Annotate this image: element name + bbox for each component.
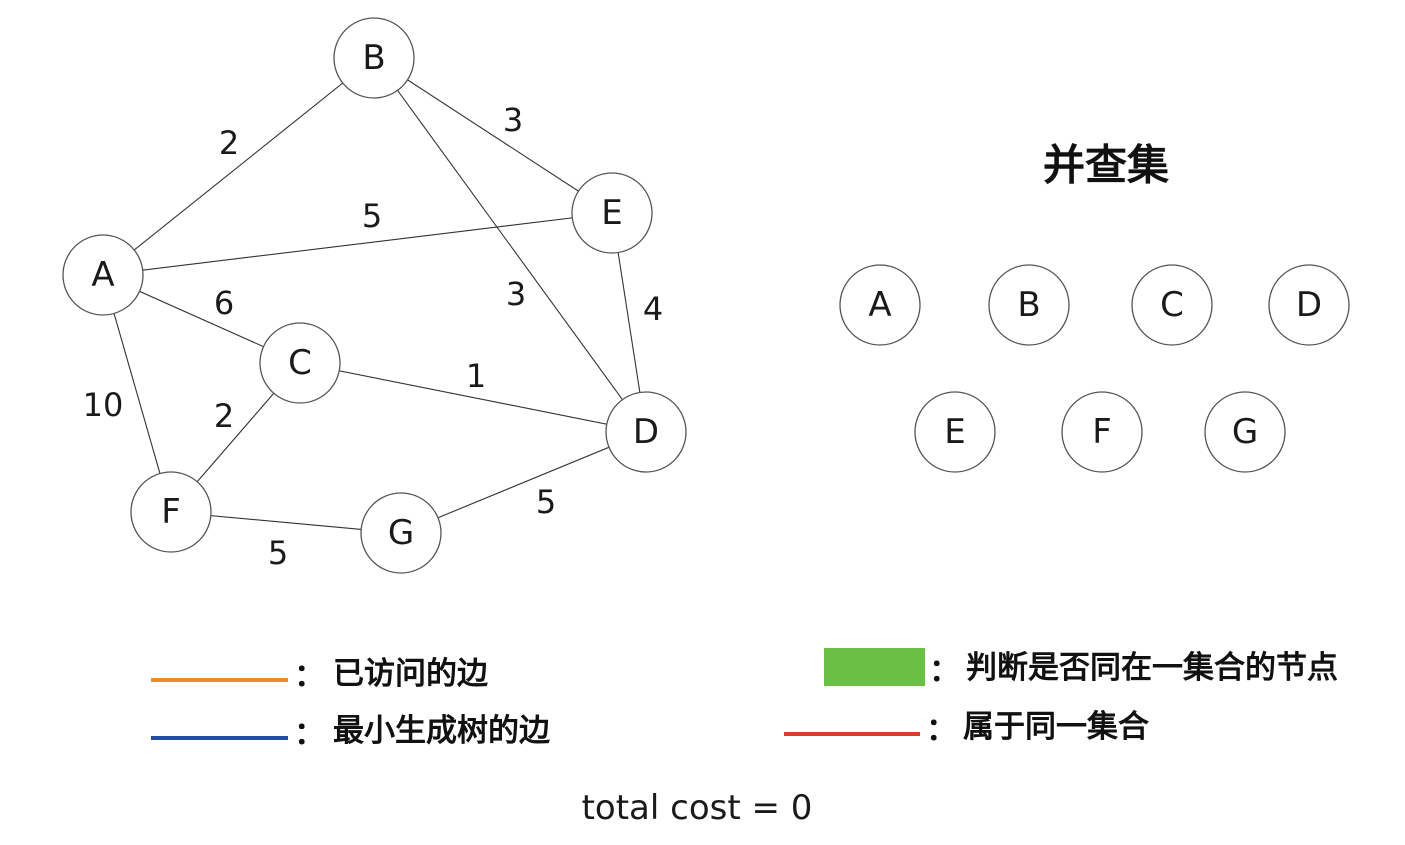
uf-node-e-label: E <box>944 412 965 452</box>
uf-node-a: A <box>839 264 921 346</box>
graph-node-a: A <box>62 234 144 316</box>
uf-node-d: D <box>1268 264 1350 346</box>
uf-node-c-label: C <box>1160 285 1184 325</box>
edge-c-d <box>299 362 647 433</box>
legend-visited-edge-label: 已访问的边 <box>333 656 489 692</box>
uf-node-f: F <box>1061 391 1143 473</box>
uf-node-b: B <box>988 264 1070 346</box>
weight-e-d: 4 <box>643 290 663 328</box>
weight-b-d: 3 <box>506 275 526 313</box>
legend: ： 已访问的边 ： 最小生成树的边 ： 判断是否同在一集合的节点 ： 属于同一集… <box>151 648 1338 752</box>
legend-visited-edge: ： 已访问的边 <box>151 656 489 694</box>
weight-a-c: 6 <box>214 284 234 322</box>
uf-node-b-label: B <box>1017 285 1040 325</box>
graph-node-d: D <box>605 391 687 473</box>
uf-node-c: C <box>1131 264 1213 346</box>
graph-node-d-label: D <box>633 412 659 452</box>
graph-nodes: A B C D E F G <box>62 17 687 574</box>
uf-node-a-label: A <box>868 285 891 325</box>
graph-edges <box>102 57 647 534</box>
legend-separator: ： <box>294 716 325 752</box>
edge-g-d <box>400 431 647 534</box>
weight-a-b: 2 <box>219 124 239 162</box>
weight-f-g: 5 <box>268 534 288 572</box>
legend-checking-nodes-label: 判断是否同在一集合的节点 <box>966 650 1338 686</box>
weight-a-e: 5 <box>362 197 382 235</box>
legend-separator: ： <box>929 653 960 689</box>
uf-node-g-label: G <box>1232 412 1258 452</box>
weight-g-d: 5 <box>536 483 556 521</box>
uf-node-f-label: F <box>1092 412 1112 452</box>
legend-mst-edge: ： 最小生成树的边 <box>151 713 551 752</box>
graph-node-e-label: E <box>601 193 622 233</box>
graph-node-a-label: A <box>91 255 114 295</box>
graph-node-e: E <box>571 172 653 254</box>
weight-c-f: 2 <box>214 397 234 435</box>
legend-same-set-label: 属于同一集合 <box>963 709 1149 745</box>
union-find-panel: 并查集 A B C D E F G <box>839 141 1350 473</box>
edge-a-b <box>102 57 375 276</box>
legend-checking-nodes-swatch <box>824 648 925 686</box>
legend-same-set: ： 属于同一集合 <box>784 709 1149 748</box>
weight-a-f: 10 <box>83 386 124 424</box>
legend-separator: ： <box>926 712 957 748</box>
graph-node-b: B <box>333 17 415 99</box>
graph-node-b-label: B <box>362 38 385 78</box>
graph-node-c: C <box>259 322 341 404</box>
graph-node-f: F <box>130 471 212 553</box>
edge-a-f <box>102 274 172 513</box>
graph-node-c-label: C <box>288 343 312 383</box>
graph-node-f-label: F <box>161 492 181 532</box>
uf-node-d-label: D <box>1296 285 1322 325</box>
weight-c-d: 1 <box>466 357 486 395</box>
edge-b-e <box>373 57 613 214</box>
weight-b-e: 3 <box>503 101 523 139</box>
edge-weights: 2 3 5 3 4 6 1 10 2 5 5 <box>83 101 664 572</box>
uf-node-e: E <box>914 391 996 473</box>
union-find-title: 并查集 <box>1043 141 1169 190</box>
edge-b-d <box>373 57 647 433</box>
graph-node-g-label: G <box>388 513 414 553</box>
legend-checking-nodes: ： 判断是否同在一集合的节点 <box>824 648 1338 689</box>
legend-separator: ： <box>294 658 325 694</box>
total-cost: total cost = 0 <box>582 788 813 828</box>
graph-node-g: G <box>360 492 442 574</box>
legend-mst-edge-label: 最小生成树的边 <box>333 713 551 749</box>
uf-node-g: G <box>1204 391 1286 473</box>
edge-a-e <box>102 212 613 276</box>
